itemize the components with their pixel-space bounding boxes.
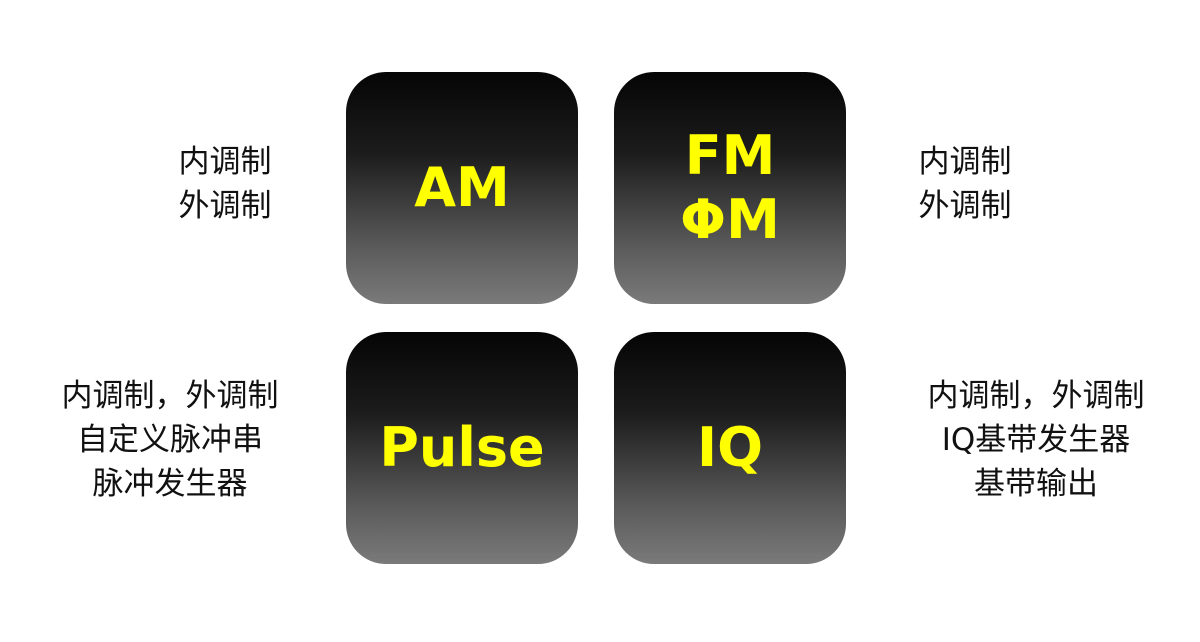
iq-tile-title: IQ [697,416,763,479]
pulse-description-line: 内调制，外调制 [61,378,279,414]
pulse-description-line: 脉冲发生器 [92,466,248,502]
iq-description-line: 内调制，外调制 [927,378,1145,414]
am-description-line: 外调制 [178,188,272,224]
am-description: 内调制 外调制 [150,140,300,228]
pulse-tile-title: Pulse [379,416,545,479]
iq-modulation-tile: IQ [614,332,846,564]
fm-description: 内调制 外调制 [890,140,1040,228]
am-description-line: 内调制 [178,144,272,180]
pulse-description: 内调制，外调制 自定义脉冲串 脉冲发生器 [40,374,300,506]
am-tile-title: AM [414,156,510,219]
pulse-modulation-tile: Pulse [346,332,578,564]
fm-description-line: 内调制 [918,144,1012,180]
fm-tile-title: FM [684,124,776,187]
pm-tile-title: ΦM [680,188,780,251]
fm-pm-modulation-tile: FM ΦM [614,72,846,304]
iq-description: 内调制，外调制 IQ基带发生器 基带输出 [906,374,1166,506]
pulse-description-line: 自定义脉冲串 [77,422,263,458]
iq-description-line: IQ基带发生器 [941,422,1131,458]
am-modulation-tile: AM [346,72,578,304]
iq-description-line: 基带输出 [974,466,1098,502]
fm-description-line: 外调制 [918,188,1012,224]
